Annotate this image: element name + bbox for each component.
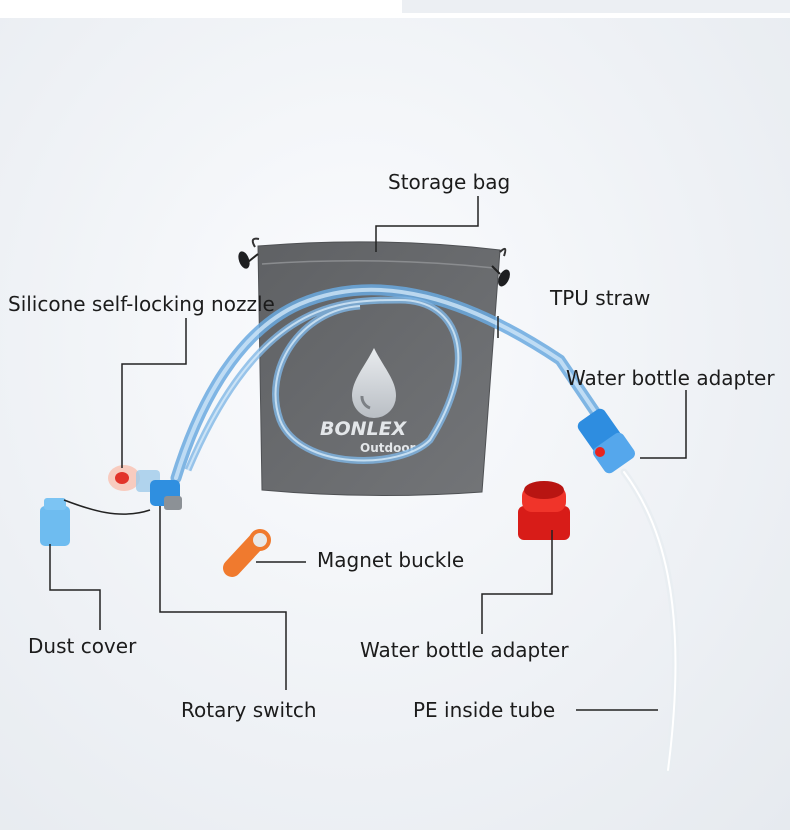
dust-cover-label: Dust cover	[28, 634, 137, 658]
nozzle-callout	[121, 318, 187, 468]
rotary-switch-callout	[159, 506, 287, 690]
tpu-straw	[170, 284, 612, 484]
rotary-switch-label: Rotary switch	[181, 698, 317, 722]
dust-cover-callout	[49, 544, 101, 630]
water-bottle-adapter-top-label: Water bottle adapter	[566, 366, 775, 390]
water-drop-logo	[352, 348, 396, 418]
pe-inside-tube-label: PE inside tube	[413, 698, 556, 722]
blue-adapter-callout	[640, 390, 687, 459]
brand-name: BONLEX	[320, 418, 408, 440]
pe-tube-highlight	[623, 471, 677, 771]
callout-lines	[49, 196, 687, 711]
tpu-straw-label: TPU straw	[550, 286, 651, 310]
rotary-switch	[150, 480, 182, 510]
top-band	[0, 0, 790, 18]
red-adapter-callout	[481, 530, 553, 634]
storage-bag-callout	[375, 196, 479, 252]
magnet-buckle-label: Magnet buckle	[317, 548, 465, 572]
magnet-buckle	[223, 529, 271, 577]
blue-water-bottle-adapter	[577, 408, 635, 474]
top-band-bar	[402, 0, 790, 13]
storage-bag-label: Storage bag	[388, 170, 511, 194]
silicone-nozzle-label: Silicone self-locking nozzle	[8, 292, 275, 316]
red-water-bottle-adapter	[518, 481, 570, 540]
water-bottle-adapter-bottom-label: Water bottle adapter	[360, 638, 569, 662]
dust-cover	[40, 498, 151, 546]
brand-subtitle: Outdoor	[360, 441, 416, 455]
